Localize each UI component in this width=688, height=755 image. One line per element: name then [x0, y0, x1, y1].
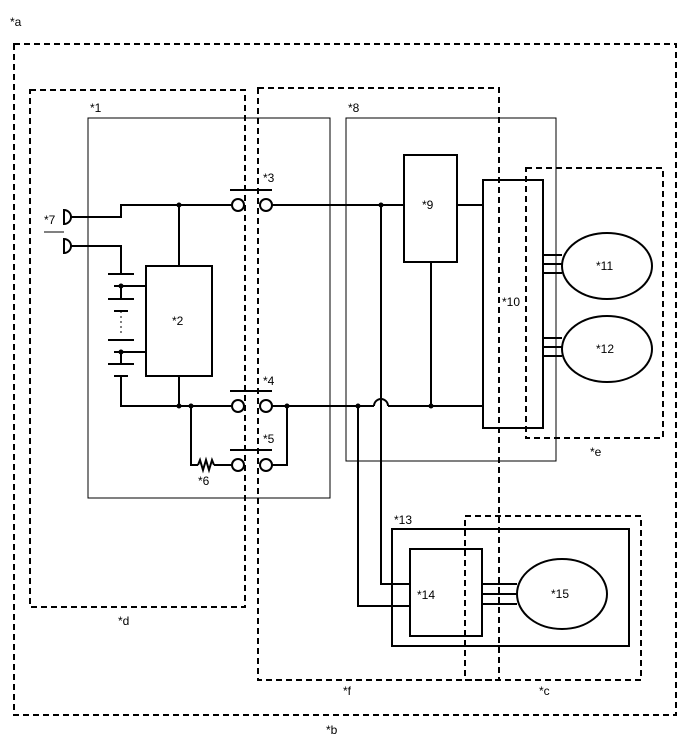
junction-dots: [118, 202, 434, 409]
unit-1-outline: [87, 117, 331, 499]
label-f: *f: [343, 684, 352, 698]
label-15: *15: [551, 587, 569, 601]
label-8: *8: [348, 101, 360, 115]
label-b: *b: [326, 723, 338, 737]
label-13: *13: [394, 513, 412, 527]
label-e: *e: [590, 445, 602, 459]
label-10: *10: [502, 295, 520, 309]
label-9: *9: [422, 198, 434, 212]
region-f-boundary: [257, 87, 500, 681]
label-11: *11: [596, 259, 613, 273]
label-12: *12: [596, 342, 614, 356]
label-d: *d: [118, 614, 129, 628]
label-c: *c: [539, 684, 550, 698]
region-d-boundary: [29, 89, 246, 608]
label-6: *6: [198, 474, 210, 488]
region-e-boundary: [525, 167, 664, 439]
label-4: *4: [263, 374, 275, 388]
label-7: *7: [44, 213, 56, 227]
component-10-box: [482, 179, 544, 429]
label-1: *1: [90, 101, 102, 115]
label-14: *14: [417, 588, 435, 602]
region-a-boundary: [13, 43, 677, 716]
connector-7: [44, 208, 72, 255]
unit-13-outline: [391, 528, 630, 647]
component-14-box: [409, 548, 483, 637]
wiring: [71, 204, 562, 607]
switch-4: [230, 390, 273, 413]
motor-12: [561, 315, 653, 383]
label-5: *5: [263, 432, 275, 446]
unit-8-outline: [345, 117, 557, 462]
label-3: *3: [263, 171, 275, 185]
label-2: *2: [172, 314, 184, 328]
switch-3: [230, 189, 273, 212]
switch-5: [230, 449, 273, 472]
label-a: *a: [10, 15, 22, 29]
motor-11: [561, 232, 653, 300]
